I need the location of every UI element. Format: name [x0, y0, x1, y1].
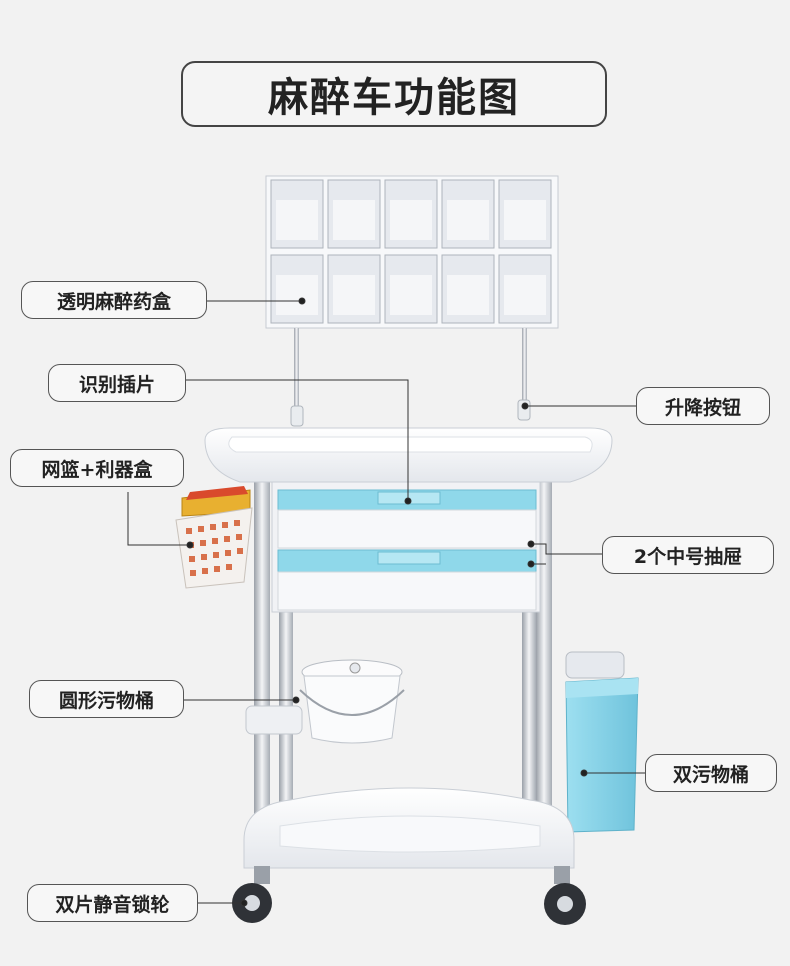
drawer-lower: [277, 549, 537, 611]
label-lift-button: 升降按钮: [636, 387, 770, 425]
title-frame: 麻醉车功能图: [181, 61, 607, 127]
label-wheels: 双片静音锁轮: [27, 884, 198, 922]
label-round-bin: 圆形污物桶: [29, 680, 184, 718]
round-bin: [245, 659, 405, 744]
wheel-left: [232, 866, 272, 923]
lift-button: [290, 399, 531, 427]
label-basket: 网篮+利器盒: [10, 449, 184, 487]
drug-box-rack: [265, 175, 559, 329]
basket: [175, 486, 253, 589]
leader-lines: [127, 297, 645, 907]
page-title: 麻醉车功能图: [268, 75, 520, 121]
label-drug-box: 透明麻醉药盒: [21, 281, 207, 319]
drawer-upper: [277, 489, 537, 549]
wheel-right: [544, 866, 586, 925]
label-id-insert: 识别插片: [48, 364, 186, 402]
bottom-shelf: [243, 787, 575, 869]
label-double-bin: 双污物桶: [645, 754, 777, 792]
label-drawers: 2个中号抽屉: [602, 536, 774, 574]
double-bin: [565, 651, 639, 833]
